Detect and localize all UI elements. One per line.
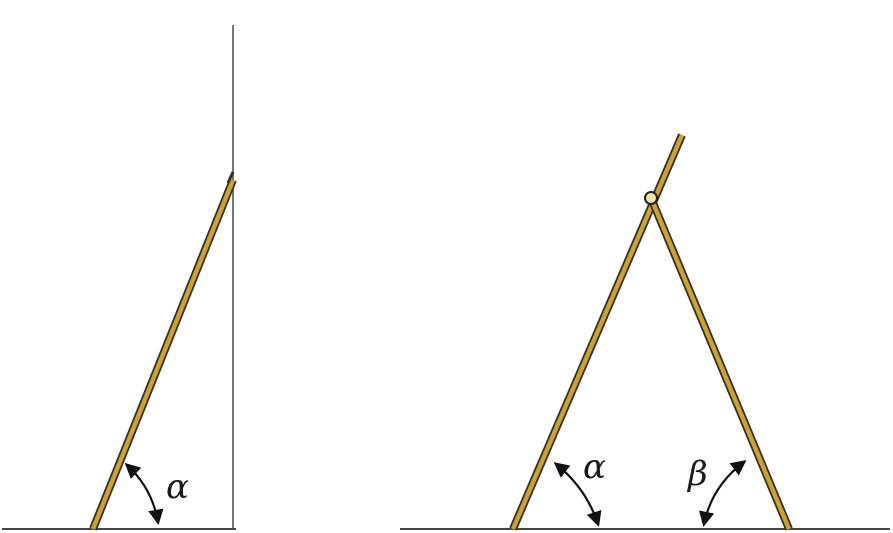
right-beta-label: β [686, 454, 708, 494]
right-panel: α β [400, 133, 890, 531]
hinge-pivot [644, 191, 658, 205]
leaning-ladder-rail [90, 179, 236, 530]
ladder-top-stub [226, 171, 235, 184]
left-angle-label: α [166, 467, 189, 507]
a-frame-right-leg [647, 196, 793, 531]
left-angle-arc [124, 462, 164, 526]
leaning-ladder [89, 171, 237, 531]
right-alpha-label: α [583, 447, 606, 487]
right-alpha-arc [553, 462, 602, 527]
left-panel: α [2, 25, 237, 531]
right-beta-arc [699, 460, 747, 528]
